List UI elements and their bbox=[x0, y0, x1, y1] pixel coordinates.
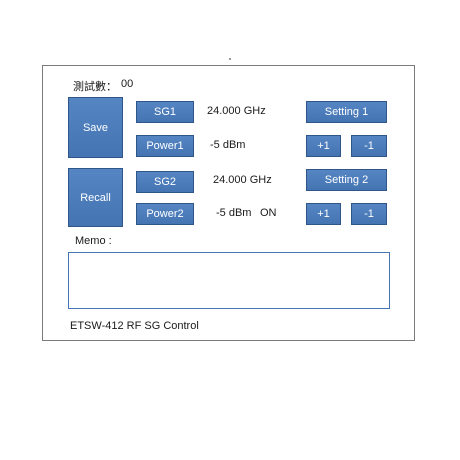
sg1-frequency: 24.000 GHz bbox=[207, 105, 266, 117]
recall-button[interactable]: Recall bbox=[68, 168, 123, 227]
control-panel: 測試數： 00 Save Recall SG1 24.000 GHz Power… bbox=[42, 65, 415, 341]
counter-label: 測試數： bbox=[73, 81, 117, 93]
power1-level: -5 dBm bbox=[210, 139, 246, 151]
power1-increment-button[interactable]: +1 bbox=[306, 135, 341, 157]
power1-decrement-button[interactable]: -1 bbox=[351, 135, 387, 157]
power2-increment-button[interactable]: +1 bbox=[306, 203, 341, 225]
power2-decrement-button[interactable]: -1 bbox=[351, 203, 387, 225]
sg2-frequency: 24.000 GHz bbox=[213, 174, 272, 186]
footer-title: ETSW-412 RF SG Control bbox=[70, 320, 199, 332]
top-marker bbox=[229, 58, 231, 60]
power1-button[interactable]: Power1 bbox=[136, 135, 194, 157]
power2-level: -5 dBm bbox=[216, 207, 252, 219]
setting1-button[interactable]: Setting 1 bbox=[306, 101, 387, 123]
setting2-button[interactable]: Setting 2 bbox=[306, 169, 387, 191]
sg2-button[interactable]: SG2 bbox=[136, 171, 194, 193]
save-button[interactable]: Save bbox=[68, 97, 123, 158]
power2-button[interactable]: Power2 bbox=[136, 203, 194, 225]
counter-value: 00 bbox=[121, 78, 134, 90]
memo-field[interactable] bbox=[68, 252, 390, 309]
memo-label: Memo : bbox=[75, 235, 112, 247]
power2-state: ON bbox=[260, 207, 277, 219]
sg1-button[interactable]: SG1 bbox=[136, 101, 194, 123]
